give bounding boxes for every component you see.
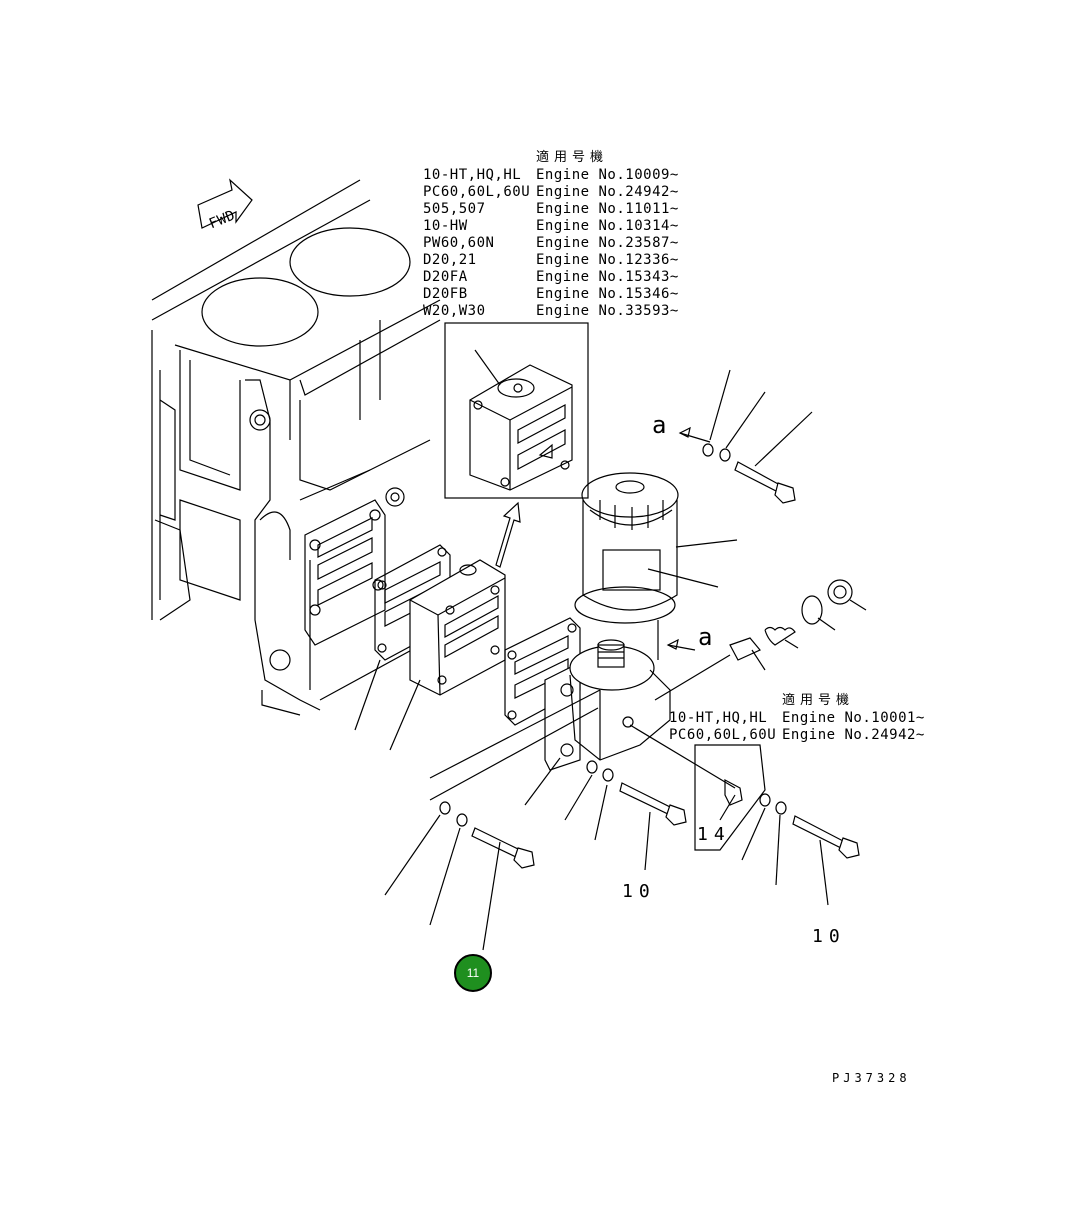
- top-row-engine: Engine No.11011~: [536, 201, 679, 217]
- top-row-model: 10-HW: [423, 218, 468, 234]
- mid-applicability-table: 適用号機 10-HT,HQ,HL Engine No.10001~ PC60,6…: [669, 692, 925, 743]
- top-row-engine: Engine No.15343~: [536, 269, 679, 285]
- bracket-box: [629, 724, 766, 851]
- top-row-model: D20,21: [423, 252, 477, 268]
- top-row-model: 10-HT,HQ,HL: [423, 167, 521, 183]
- engine-block: [151, 179, 441, 716]
- fwd-label: FWD: [207, 207, 238, 232]
- top-applicability-table: 適用号機 10-HT,HQ,HL Engine No.10009~ PC60,6…: [423, 149, 679, 319]
- view-marker-a-top: a: [652, 411, 672, 439]
- top-row-model: D20FB: [423, 286, 468, 302]
- part-number-10: 10: [812, 926, 846, 947]
- top-row-model: W20,W30: [423, 303, 486, 319]
- view-marker-a-mid: a: [698, 623, 718, 651]
- cooler-cover: [409, 559, 506, 696]
- filter-head: [544, 639, 671, 771]
- mid-row-model: PC60,60L,60U: [669, 727, 776, 743]
- top-row-model: D20FA: [423, 269, 468, 285]
- top-row-engine: Engine No.15346~: [536, 286, 679, 302]
- mid-row-engine: Engine No.10001~: [782, 710, 925, 726]
- drawing-reference: PJ37328: [832, 1071, 911, 1085]
- top-row-engine: Engine No.23587~: [536, 235, 679, 251]
- top-row-model: PC60,60L,60U: [423, 184, 530, 200]
- top-row-model: 505,507: [423, 201, 486, 217]
- mid-table-header: 適用号機: [782, 692, 854, 708]
- mid-row-engine: Engine No.24942~: [782, 727, 925, 743]
- arrow-to-inset: [495, 501, 521, 568]
- top-row-model: PW60,60N: [423, 235, 494, 251]
- top-row-engine: Engine No.10314~: [536, 218, 679, 234]
- top-row-engine: Engine No.12336~: [536, 252, 679, 268]
- top-row-engine: Engine No.33593~: [536, 303, 679, 319]
- oil-filter: [574, 472, 679, 624]
- part-number-10: 10: [622, 881, 656, 902]
- part-callout-11[interactable]: 11: [454, 954, 492, 992]
- right-hardware: [647, 369, 867, 701]
- part-number-14: 14: [697, 824, 731, 845]
- mid-row-model: 10-HT,HQ,HL: [669, 710, 767, 726]
- top-row-engine: Engine No.10009~: [536, 167, 679, 183]
- callout-label: 11: [466, 966, 480, 980]
- top-table-header: 適用号機: [536, 149, 608, 165]
- lower-hardware: [354, 620, 860, 951]
- top-row-engine: Engine No.24942~: [536, 184, 679, 200]
- fwd-arrow-icon: FWD: [197, 178, 253, 232]
- inset-view: [444, 322, 589, 499]
